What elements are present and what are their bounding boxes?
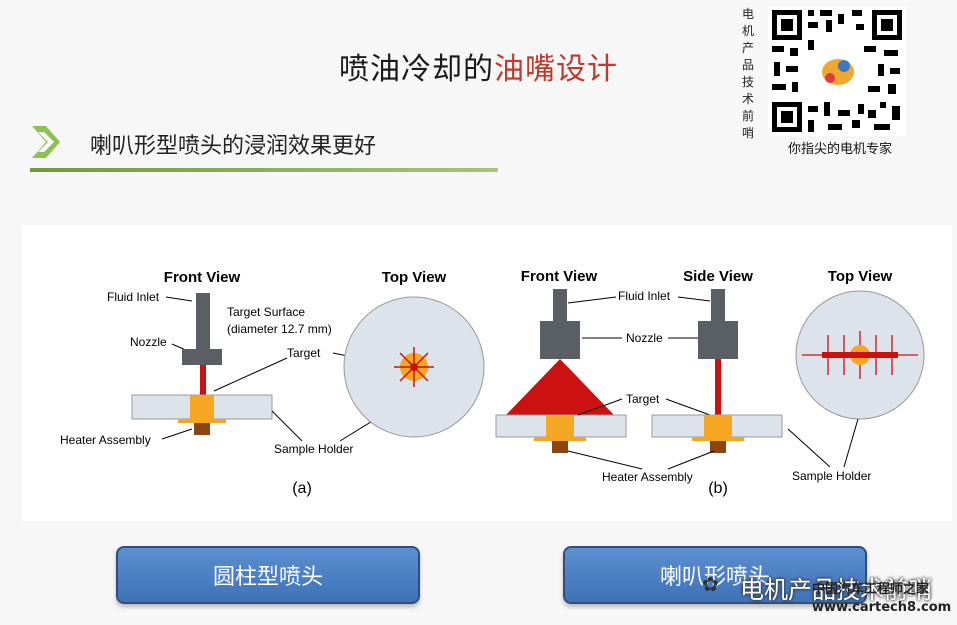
qr-char: 技	[741, 75, 754, 89]
b-front-heater	[546, 415, 574, 437]
b-cone-spray	[506, 359, 614, 415]
b-top-spray-line	[822, 352, 898, 358]
b-holder-leader-1	[787, 428, 831, 468]
a-heater-block	[190, 395, 214, 419]
title-highlight: 油嘴设计	[494, 52, 618, 87]
page-title: 喷油冷却的油嘴设计	[0, 44, 957, 88]
b-side-spray	[715, 359, 721, 415]
qr-char: 机	[741, 24, 754, 38]
a-front-view-label: Front View	[164, 269, 241, 286]
a-target-surface-label: Target Surface	[227, 305, 305, 319]
qr-char: 产	[741, 41, 754, 55]
b-front-heater-base	[552, 441, 568, 453]
a-fluid-inlet-leader	[165, 296, 193, 302]
b-spread-arrows	[802, 331, 918, 379]
a-caption: (a)	[292, 480, 312, 497]
site-url: www.cartech8.com	[812, 600, 952, 615]
subtitle-row: 喇叭形型喷头的浸润效果更好	[30, 122, 500, 166]
a-nozzle-body	[182, 349, 222, 365]
a-fluid-inlet-label: Fluid Inlet	[107, 290, 160, 304]
b-side-heater-flange	[692, 437, 744, 441]
a-jet-stream	[200, 365, 206, 395]
wechat-icon: ✿	[702, 572, 719, 596]
b-side-heater	[704, 415, 732, 437]
b-heater-leader-1	[567, 450, 643, 470]
b-side-view-label: Side View	[683, 268, 753, 285]
a-radial-arrows	[394, 347, 434, 387]
qr-char: 术	[741, 92, 754, 106]
b-target-label: Target	[626, 392, 660, 406]
b-fluid-inlet-label: Fluid Inlet	[618, 289, 671, 303]
b-caption: (b)	[708, 480, 728, 497]
a-heater-leader	[161, 428, 193, 440]
b-heater-leader-2	[667, 450, 715, 470]
b-holder-leader-2	[843, 418, 859, 468]
a-target-diameter-label: (diameter 12.7 mm)	[227, 322, 332, 336]
a-heater-base	[194, 423, 210, 435]
b-front-inlet-pipe	[553, 289, 567, 321]
cylindrical-nozzle-button[interactable]: 圆柱型喷头	[116, 546, 420, 604]
b-top-view-label: Top View	[828, 268, 893, 285]
a-heater-flange	[178, 419, 226, 423]
b-sample-holder-label: Sample Holder	[792, 469, 871, 483]
nozzle-diagram: Front View Fluid Inlet Target Surface (d…	[22, 225, 952, 521]
title-main: 喷油冷却的	[339, 52, 494, 87]
subtitle: 喇叭形型喷头的浸润效果更好	[90, 134, 377, 159]
b-target-leader-2	[665, 398, 711, 416]
watermark-text: 电机产品技术前哨	[740, 576, 932, 604]
a-heater-assembly-label: Heater Assembly	[60, 433, 151, 447]
qr-char: 电	[741, 7, 754, 21]
b-side-nozzle-body	[698, 321, 738, 359]
b-inlet-leader-2	[677, 296, 711, 302]
b-inlet-leader-1	[567, 296, 617, 304]
a-nozzle-label: Nozzle	[130, 335, 167, 349]
qr-caption: 你指尖的电机专家	[787, 142, 892, 157]
b-front-view-label: Front View	[521, 268, 598, 285]
qr-char: 前	[741, 109, 754, 123]
a-holder-leader-1	[271, 410, 303, 442]
subtitle-underline	[30, 168, 498, 172]
a-sample-holder-label: Sample Holder	[274, 442, 353, 456]
a-top-view-label: Top View	[382, 269, 447, 286]
b-side-heater-base	[710, 441, 726, 453]
site-name: 中国汽车工程师之家	[812, 582, 930, 597]
b-side-inlet-pipe	[711, 289, 725, 321]
horn-nozzle-button[interactable]: 喇叭形喷头	[563, 546, 867, 604]
qr-code-icon	[768, 6, 906, 136]
a-fluid-inlet-pipe	[196, 293, 210, 349]
b-target-leader-1	[577, 398, 623, 416]
b-nozzle-label: Nozzle	[626, 331, 663, 345]
qr-vertical-label: 电 机 产 品 技 术 前 哨	[740, 6, 756, 142]
a-target-label: Target	[287, 346, 321, 360]
b-front-nozzle-body	[540, 321, 580, 359]
chevron-right-icon	[32, 126, 60, 158]
qr-char: 哨	[741, 126, 754, 140]
b-front-heater-flange	[534, 437, 586, 441]
qr-char: 品	[741, 58, 754, 72]
b-heater-assembly-label: Heater Assembly	[602, 470, 693, 484]
a-target-leader	[213, 357, 288, 392]
